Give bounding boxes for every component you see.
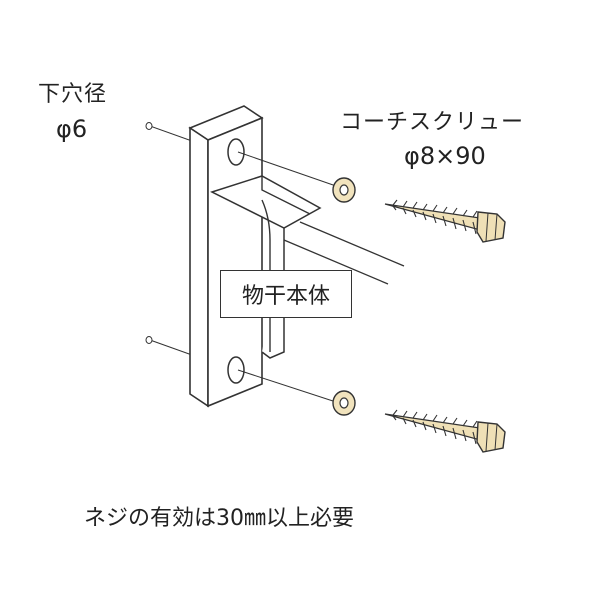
washer-upper: [332, 177, 356, 203]
screw-guide-lower: [237, 369, 337, 403]
bracket-plate: [188, 105, 264, 408]
screw-name-label: コーチスクリュー: [340, 110, 525, 135]
pilot-hole-lower: [145, 336, 153, 344]
screw-size-label: φ8×90: [404, 142, 486, 170]
washer-lower: [332, 390, 356, 416]
pilot-hole-upper: [145, 122, 153, 130]
body-label: 物干本体: [220, 270, 352, 318]
pilot-hole-label: 下穴径: [38, 82, 108, 107]
coach-screw-upper: [384, 199, 506, 243]
screw-guide-upper: [237, 151, 337, 187]
screw-depth-note: ネジの有効は30㎜以上必要: [84, 506, 354, 531]
pilot-hole-size: φ6: [56, 115, 88, 143]
coach-screw-lower: [384, 409, 506, 453]
